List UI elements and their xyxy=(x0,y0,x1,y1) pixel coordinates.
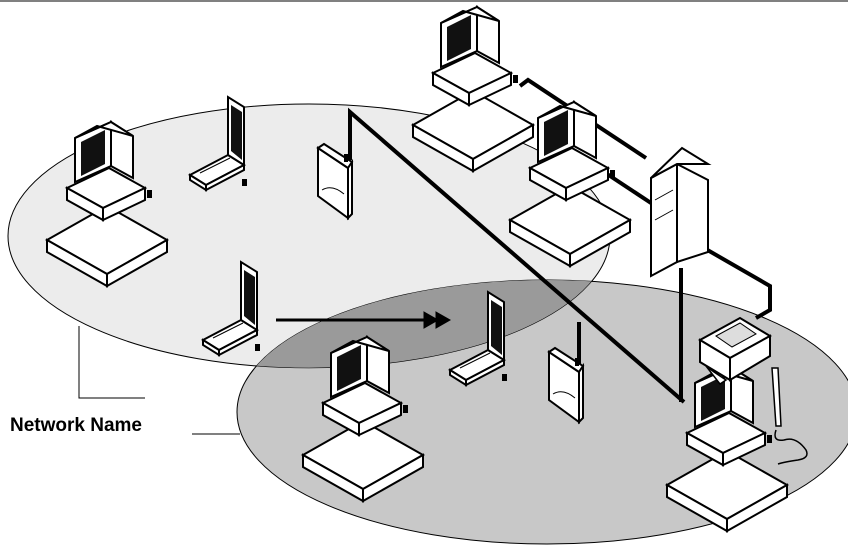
server-icon xyxy=(651,148,708,276)
desktop-top-icon xyxy=(413,7,533,171)
network-name-label: Network Name xyxy=(10,415,142,437)
